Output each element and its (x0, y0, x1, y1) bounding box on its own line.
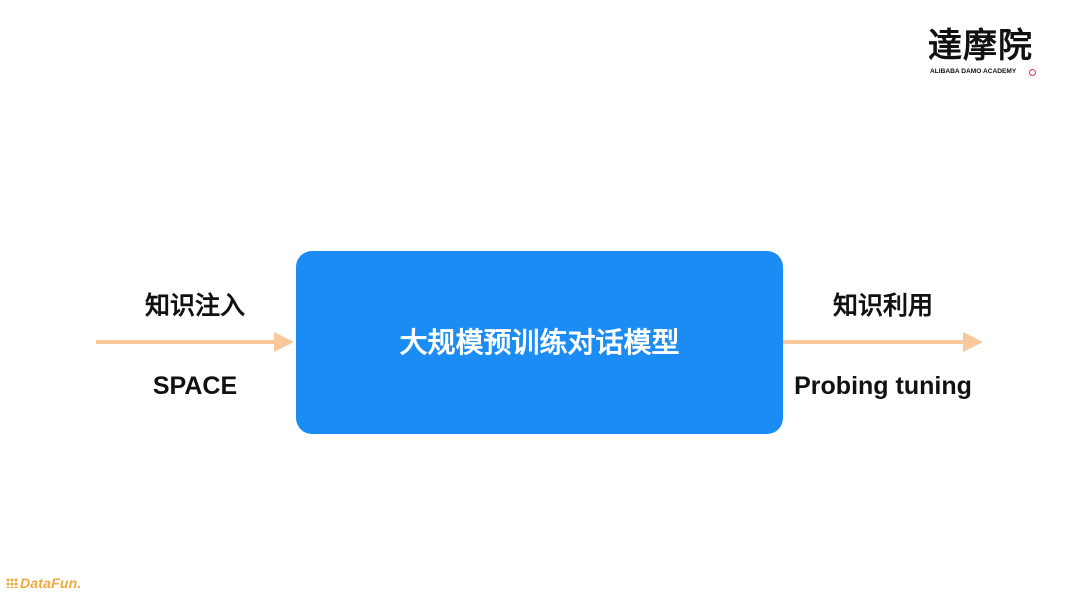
damo-academy-logo: 達摩院 ALIBABA DAMO ACADEMY (926, 24, 1040, 84)
output-arrow-head-icon (963, 332, 983, 352)
logo-subtitle: ALIBABA DAMO ACADEMY (930, 68, 1017, 75)
input-arrow-head-icon (274, 332, 294, 352)
datafun-logo: DataFun. (6, 573, 82, 593)
core-model-box (296, 251, 783, 434)
output-arrow-line (783, 340, 965, 344)
input-arrow-line (96, 340, 276, 344)
seal-icon (1029, 69, 1036, 76)
output-label: 知识利用 (832, 291, 933, 320)
datafun-brand: DataFun. (20, 575, 82, 591)
input-method: SPACE (152, 372, 238, 400)
input-label: 知识注入 (144, 291, 245, 320)
logo-title: 達摩院 (928, 26, 1033, 66)
output-method: Probing tuning (794, 372, 972, 400)
core-model-label: 大规模预训练对话模型 (399, 326, 680, 359)
dots-icon (6, 578, 18, 588)
